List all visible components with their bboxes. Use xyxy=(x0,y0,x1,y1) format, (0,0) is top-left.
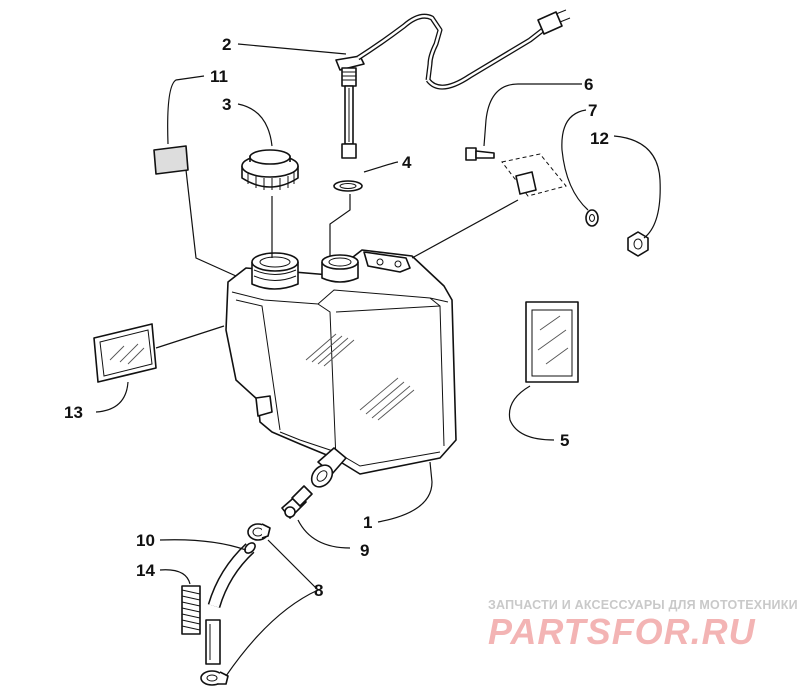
callout-5: 5 xyxy=(560,431,569,450)
o-ring xyxy=(333,180,363,192)
level-sensor xyxy=(335,9,571,159)
callout-labels: 1 2 3 4 5 6 7 8 9 10 11 12 13 14 xyxy=(64,35,609,600)
callout-11: 11 xyxy=(210,67,228,86)
gauge-neck xyxy=(321,254,359,283)
callout-6: 6 xyxy=(584,75,593,94)
callout-10: 10 xyxy=(136,531,155,550)
tank-cap xyxy=(241,149,299,190)
callout-14: 14 xyxy=(136,561,155,580)
callout-1: 1 xyxy=(363,513,372,532)
hose-clamp-upper xyxy=(247,523,271,541)
filler-neck xyxy=(251,252,299,290)
callout-3: 3 xyxy=(222,95,231,114)
oil-tank xyxy=(225,249,457,488)
callout-8: 8 xyxy=(314,581,323,600)
watermark-logo: PARTSFOR.RU xyxy=(488,611,756,652)
callout-13: 13 xyxy=(64,403,83,422)
mount-hardware xyxy=(465,147,649,257)
watermark: ЗАПЧАСТИ И АКСЕССУАРЫ ДЛЯ МОТОТЕХНИКИ PA… xyxy=(488,598,798,652)
decal-large xyxy=(525,301,579,383)
decal-warning xyxy=(93,323,157,383)
callout-9: 9 xyxy=(360,541,369,560)
outlet-spout xyxy=(310,447,347,488)
callout-7: 7 xyxy=(588,101,597,120)
hose-clamp-lower xyxy=(200,670,229,686)
callout-2: 2 xyxy=(222,35,231,54)
leader-lines xyxy=(95,43,661,677)
callout-12: 12 xyxy=(590,129,609,148)
spring xyxy=(181,585,201,635)
watermark-subtitle: ЗАПЧАСТИ И АКСЕССУАРЫ ДЛЯ МОТОТЕХНИКИ xyxy=(488,598,798,612)
callout-4: 4 xyxy=(402,153,412,172)
decal-small xyxy=(153,145,189,175)
hose-fitting xyxy=(281,485,313,519)
oil-hose xyxy=(205,542,256,665)
